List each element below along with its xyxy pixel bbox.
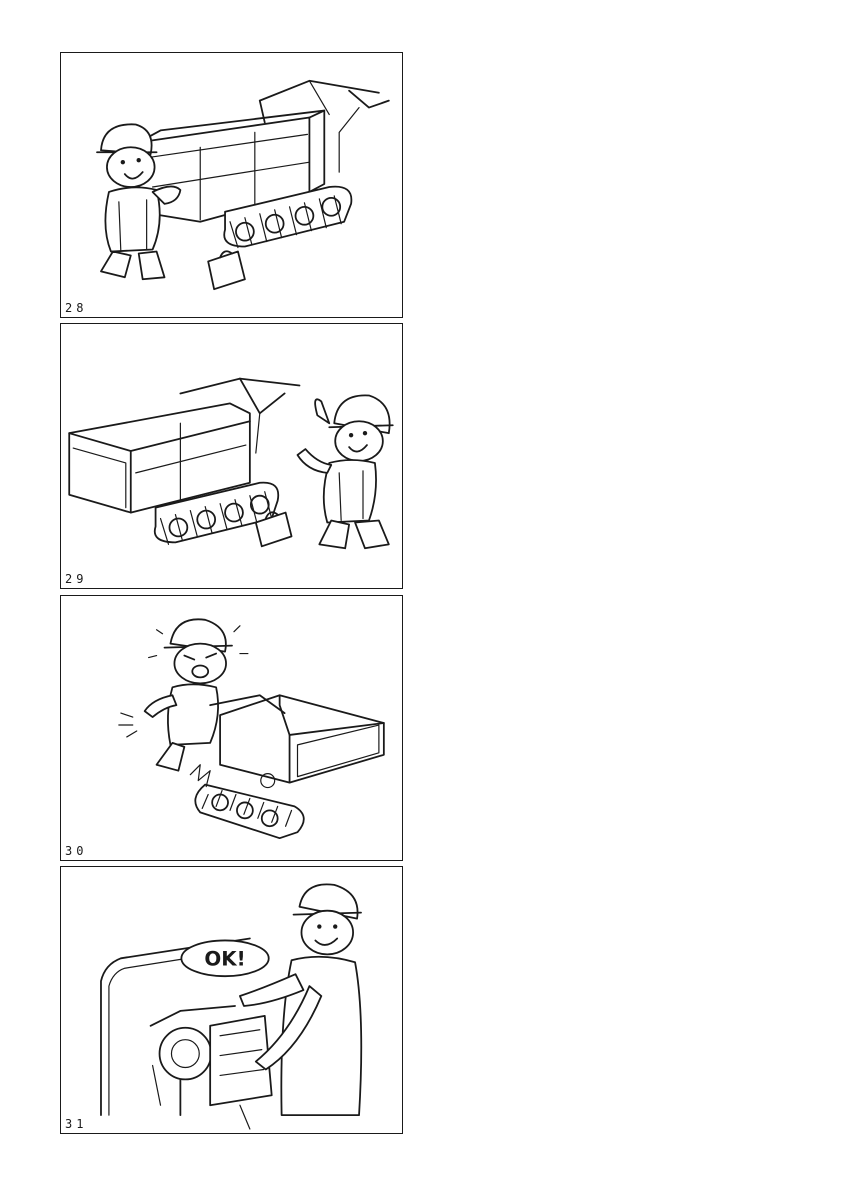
- speech-bubble-text: OK!: [204, 947, 245, 970]
- illustration-worker-checking-engine-ok: OK!: [61, 867, 402, 1133]
- figure-29: 29: [60, 323, 403, 589]
- illustration-worker-with-toolbox-and-tracked-carrier: [61, 53, 402, 317]
- illustration-worker-with-toolbox-beside-carrier: [61, 324, 402, 588]
- figure-number: 28: [65, 301, 87, 315]
- figure-31: OK! 31: [60, 866, 403, 1134]
- illustration-worker-startled-by-running-track: [61, 596, 402, 860]
- figure-28: 28: [60, 52, 403, 318]
- figure-number: 30: [65, 844, 87, 858]
- figure-number: 31: [65, 1117, 87, 1131]
- figure-number: 29: [65, 572, 87, 586]
- figure-30: 30: [60, 595, 403, 861]
